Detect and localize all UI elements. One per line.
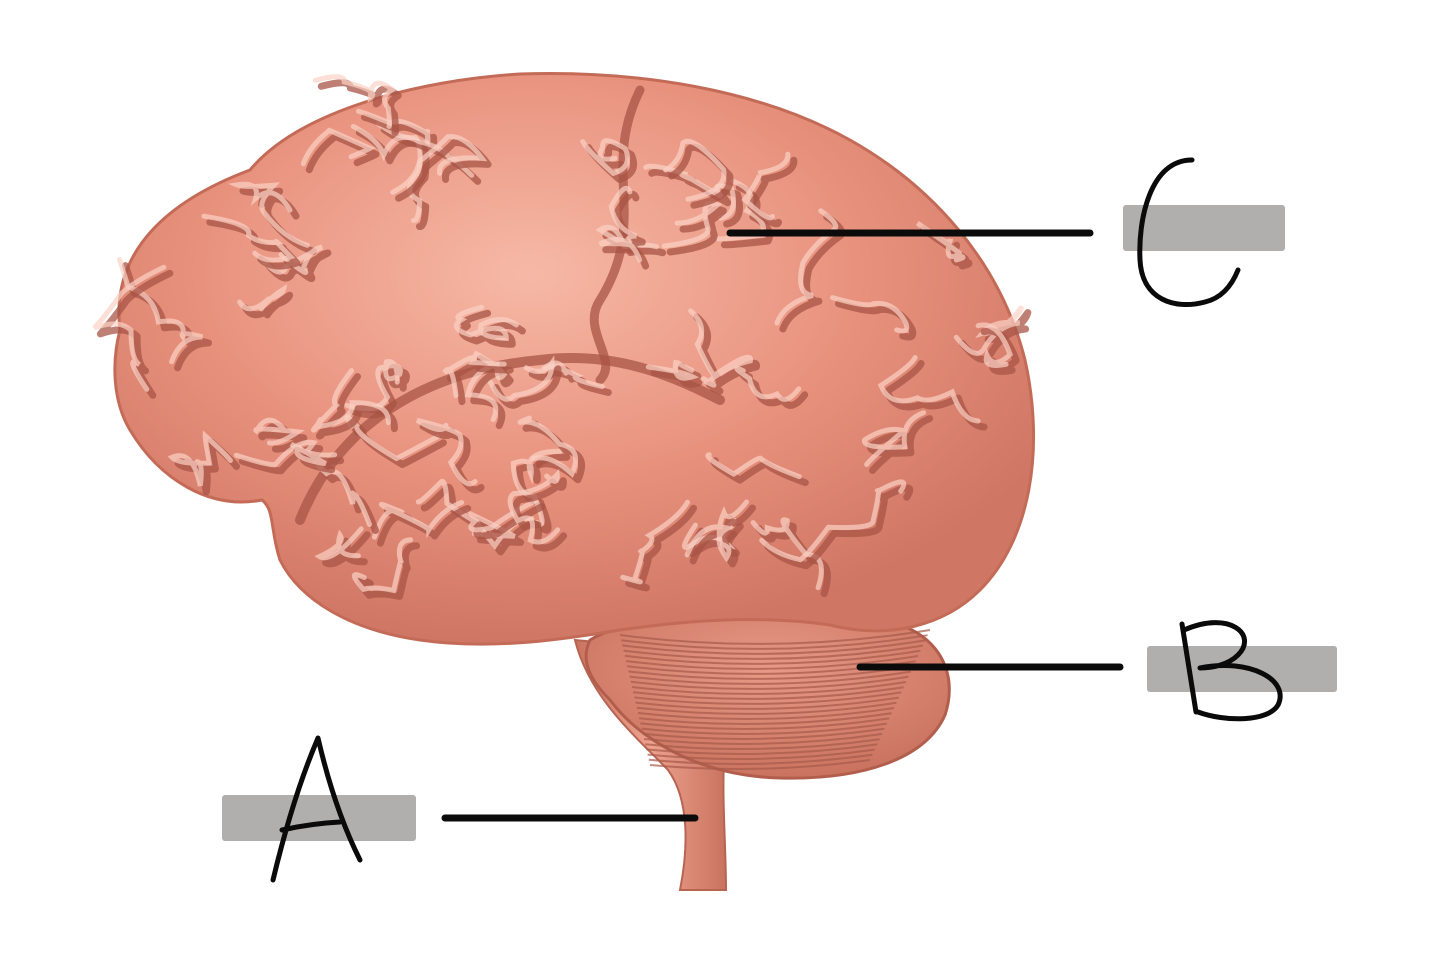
cerebellum-folium xyxy=(641,722,887,735)
cerebellum-folium xyxy=(628,665,914,680)
label-a-letter xyxy=(270,735,363,883)
cerebellum-folium xyxy=(619,629,931,645)
gyrus-highlight xyxy=(92,264,167,392)
sulcus-line xyxy=(602,190,650,270)
gyrus-highlight xyxy=(415,417,478,487)
gyrus-highlight xyxy=(734,366,802,402)
cerebellum-folium xyxy=(646,743,878,755)
sulcus-line xyxy=(512,477,568,552)
sulcus-line xyxy=(395,139,492,202)
gyrus-highlight xyxy=(487,355,555,402)
gyrus-highlight xyxy=(390,134,488,195)
label-c-box xyxy=(1123,205,1285,251)
gyrus-highlight xyxy=(510,448,564,527)
gyrus-highlight xyxy=(975,322,1014,368)
sulcus-line xyxy=(666,206,727,256)
cerebellum-folium xyxy=(643,733,883,745)
label-a-box xyxy=(222,795,416,841)
gyrus-highlight xyxy=(741,151,791,221)
cerebellum-folium xyxy=(640,717,890,730)
gyrus-highlight xyxy=(684,499,749,563)
gyrus-highlight xyxy=(442,355,507,399)
gyrus-highlight xyxy=(830,295,910,334)
cerebellum-folium xyxy=(622,639,926,655)
label-b-letter xyxy=(1179,620,1283,722)
gyrus-highlight xyxy=(862,410,927,467)
sulcus-line xyxy=(515,453,571,534)
gyrus-highlight xyxy=(253,417,305,446)
gyrus-highlight xyxy=(598,185,643,263)
gyrus-highlight xyxy=(289,441,338,467)
cerebellum-folium xyxy=(633,686,904,700)
sulcus-line xyxy=(747,156,798,228)
gyrus-highlight xyxy=(415,478,539,533)
label-c-letter xyxy=(1137,157,1241,308)
cerebellum-folium xyxy=(637,707,895,720)
gyrus-highlight xyxy=(580,138,631,177)
cerebellum-folium xyxy=(639,712,892,725)
gyrus-highlight xyxy=(645,359,700,381)
gyrus-highlight xyxy=(260,244,324,276)
gyrus-highlight xyxy=(705,452,802,480)
sulcus-line xyxy=(693,313,760,395)
cerebellum-shape xyxy=(584,610,951,780)
gyrus-highlight xyxy=(117,257,204,365)
cerebellum-folium xyxy=(648,753,873,765)
cerebellum-folium xyxy=(630,675,909,690)
label-a-group: A xyxy=(222,735,699,883)
gyrus-highlight xyxy=(314,526,364,561)
sulcus-line xyxy=(258,422,308,453)
gyrus-highlight xyxy=(312,74,397,129)
gyrus-highlight xyxy=(201,213,296,263)
sulcus-line xyxy=(625,504,697,592)
gyrus-highlight xyxy=(507,468,561,545)
cerebellum-folium xyxy=(629,670,911,685)
cerebellum-folium xyxy=(621,634,928,650)
sulcus-line xyxy=(96,269,174,399)
label-c-group: C xyxy=(726,157,1285,308)
cerebellum-folium xyxy=(635,696,899,710)
cerebrum-shape xyxy=(92,72,1035,646)
cerebellum-folium xyxy=(624,649,921,665)
cerebellum-folium xyxy=(636,701,897,715)
cerebellum-folium xyxy=(645,738,880,750)
gyrus-highlight xyxy=(661,201,723,249)
gyrus-highlight xyxy=(167,430,233,487)
gyrus-highlight xyxy=(453,304,519,341)
gyrus-highlight xyxy=(517,415,579,478)
gyrus-highlight xyxy=(953,305,1025,356)
sulcus-line xyxy=(305,132,380,174)
cerebellum-folium xyxy=(647,748,875,760)
gyrus-highlight xyxy=(351,537,414,594)
gyrus-highlight xyxy=(620,499,690,585)
gyrus-highlight xyxy=(464,350,508,423)
sulcus-line xyxy=(764,484,914,570)
gyrus-highlight xyxy=(759,479,907,563)
gyrus-highlight xyxy=(237,283,288,312)
gyrus-highlight xyxy=(372,500,465,540)
sulcus-line xyxy=(242,291,294,319)
cerebellum-folium xyxy=(623,644,923,660)
sulcus-line xyxy=(265,249,332,283)
cerebellum-folium xyxy=(649,759,871,770)
gyrus-highlight xyxy=(877,355,981,424)
gyrus-highlight xyxy=(774,208,839,326)
cerebellum-folium xyxy=(631,681,907,695)
gyrus-highlight xyxy=(663,138,727,202)
gyrus-highlight xyxy=(227,181,310,248)
label-b-group: B xyxy=(856,620,1337,722)
gyrus-highlight xyxy=(300,127,376,167)
gyrus-highlight xyxy=(688,308,753,388)
gyrus-highlight xyxy=(643,163,736,221)
gyrus-highlight xyxy=(310,368,391,433)
cerebellum-folium xyxy=(634,691,902,705)
cerebellum-folium xyxy=(642,727,885,740)
sulcus-line xyxy=(317,79,402,136)
cerebellum-folium xyxy=(625,655,919,670)
gyrus-highlight xyxy=(344,359,403,412)
gyrus-highlight xyxy=(356,108,431,144)
sulcus-line xyxy=(689,504,756,568)
